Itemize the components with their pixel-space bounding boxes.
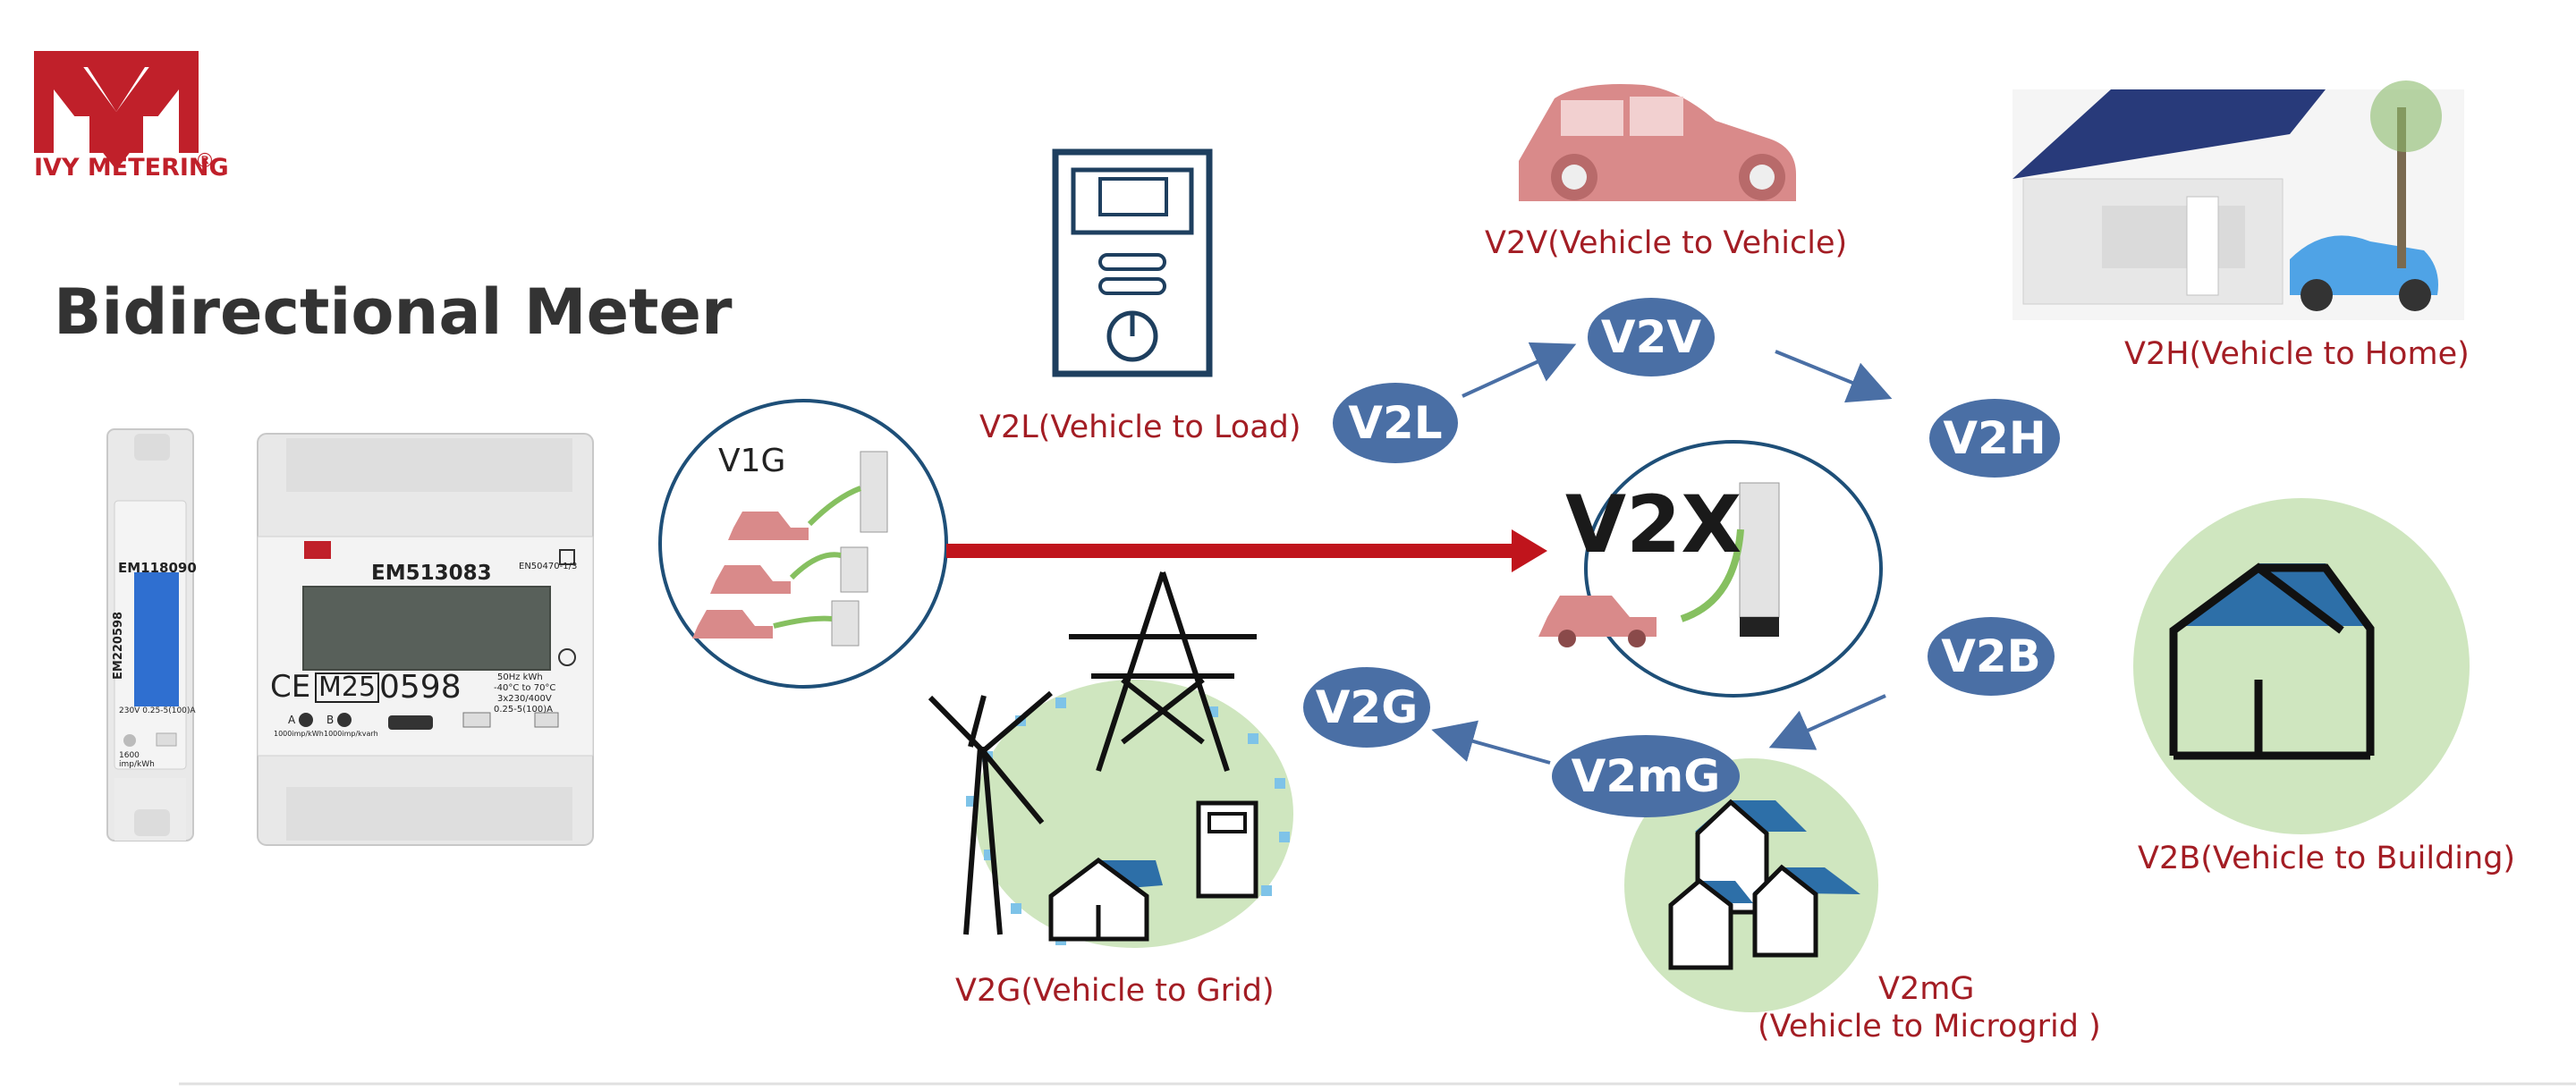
logo-registered-mark: ® [195,150,215,173]
three-meter-const-a: 1000imp/kWh [274,730,324,738]
caption-v2b: V2B(Vehicle to Building) [2138,841,2516,876]
flow-arrows [1431,342,1893,765]
logo-mark [34,51,199,170]
caption-v2h: V2H(Vehicle to Home) [2124,336,2470,372]
v2x-label: V2X [1565,478,1742,571]
v2x-ellipse [1538,440,1883,698]
three-meter-mark: M25 [315,672,380,703]
caption-v2mg-line2: (Vehicle to Microgrid ) [1758,1009,2101,1044]
v1g-label: V1G [718,443,786,479]
main-red-arrow [946,529,1547,572]
three-meter-spec-4: 0.25-5(100)A [494,705,553,715]
three-meter-spec-1: 50Hz kWh [497,672,543,682]
three-meter-const-b: 1000imp/kvarh [324,730,378,738]
v2v-pill: V2V [1588,298,1715,376]
three-meter-standard: EN50470-1/3 [519,562,578,571]
caption-v2v: V2V(Vehicle to Vehicle) [1485,225,1848,261]
three-meter-spec-3: 3x230/400V [497,694,552,704]
single-meter-model: EM118090 [118,560,197,576]
single-meter-serial: EM220598 [112,611,125,680]
three-meter-ce: CE [270,669,311,705]
three-meter-spec-2: -40°C to 70°C [494,683,556,693]
load-device-icon [1052,148,1213,377]
three-meter-model: EM513083 [371,562,492,585]
v2g-pill: V2G [1303,667,1430,748]
v2b-pill: V2B [1928,617,2055,696]
v2l-pill: V2L [1333,383,1458,463]
three-meter-label-a: A [288,714,296,726]
page-title: Bidirectional Meter [54,275,733,349]
three-meter-serial: 0598 [379,669,462,706]
v2g-grid-bubble [928,571,1293,948]
logo-brand-text: IVY METERING [34,154,229,182]
single-phase-meter-image [106,428,194,842]
v2mg-pill: V2mG [1552,735,1740,817]
caption-v2l: V2L(Vehicle to Load) [979,410,1301,445]
three-phase-meter-image [257,433,594,846]
v2b-building-bubble [2133,498,2470,834]
caption-v2mg-line1: V2mG [1878,971,1975,1007]
v2mg-microgrid-bubble [1624,758,1878,1012]
caption-v2g: V2G(Vehicle to Grid) [955,973,1275,1009]
v2h-pill: V2H [1929,399,2060,478]
v2v-car-image [1519,84,1796,201]
v2h-house-image [2012,80,2464,320]
three-meter-label-b: B [326,714,335,726]
v1g-circle [658,399,948,689]
single-meter-rating: 230V 0.25-5(100)A [119,706,196,715]
single-meter-const: 1600 imp/kWh [119,751,155,769]
